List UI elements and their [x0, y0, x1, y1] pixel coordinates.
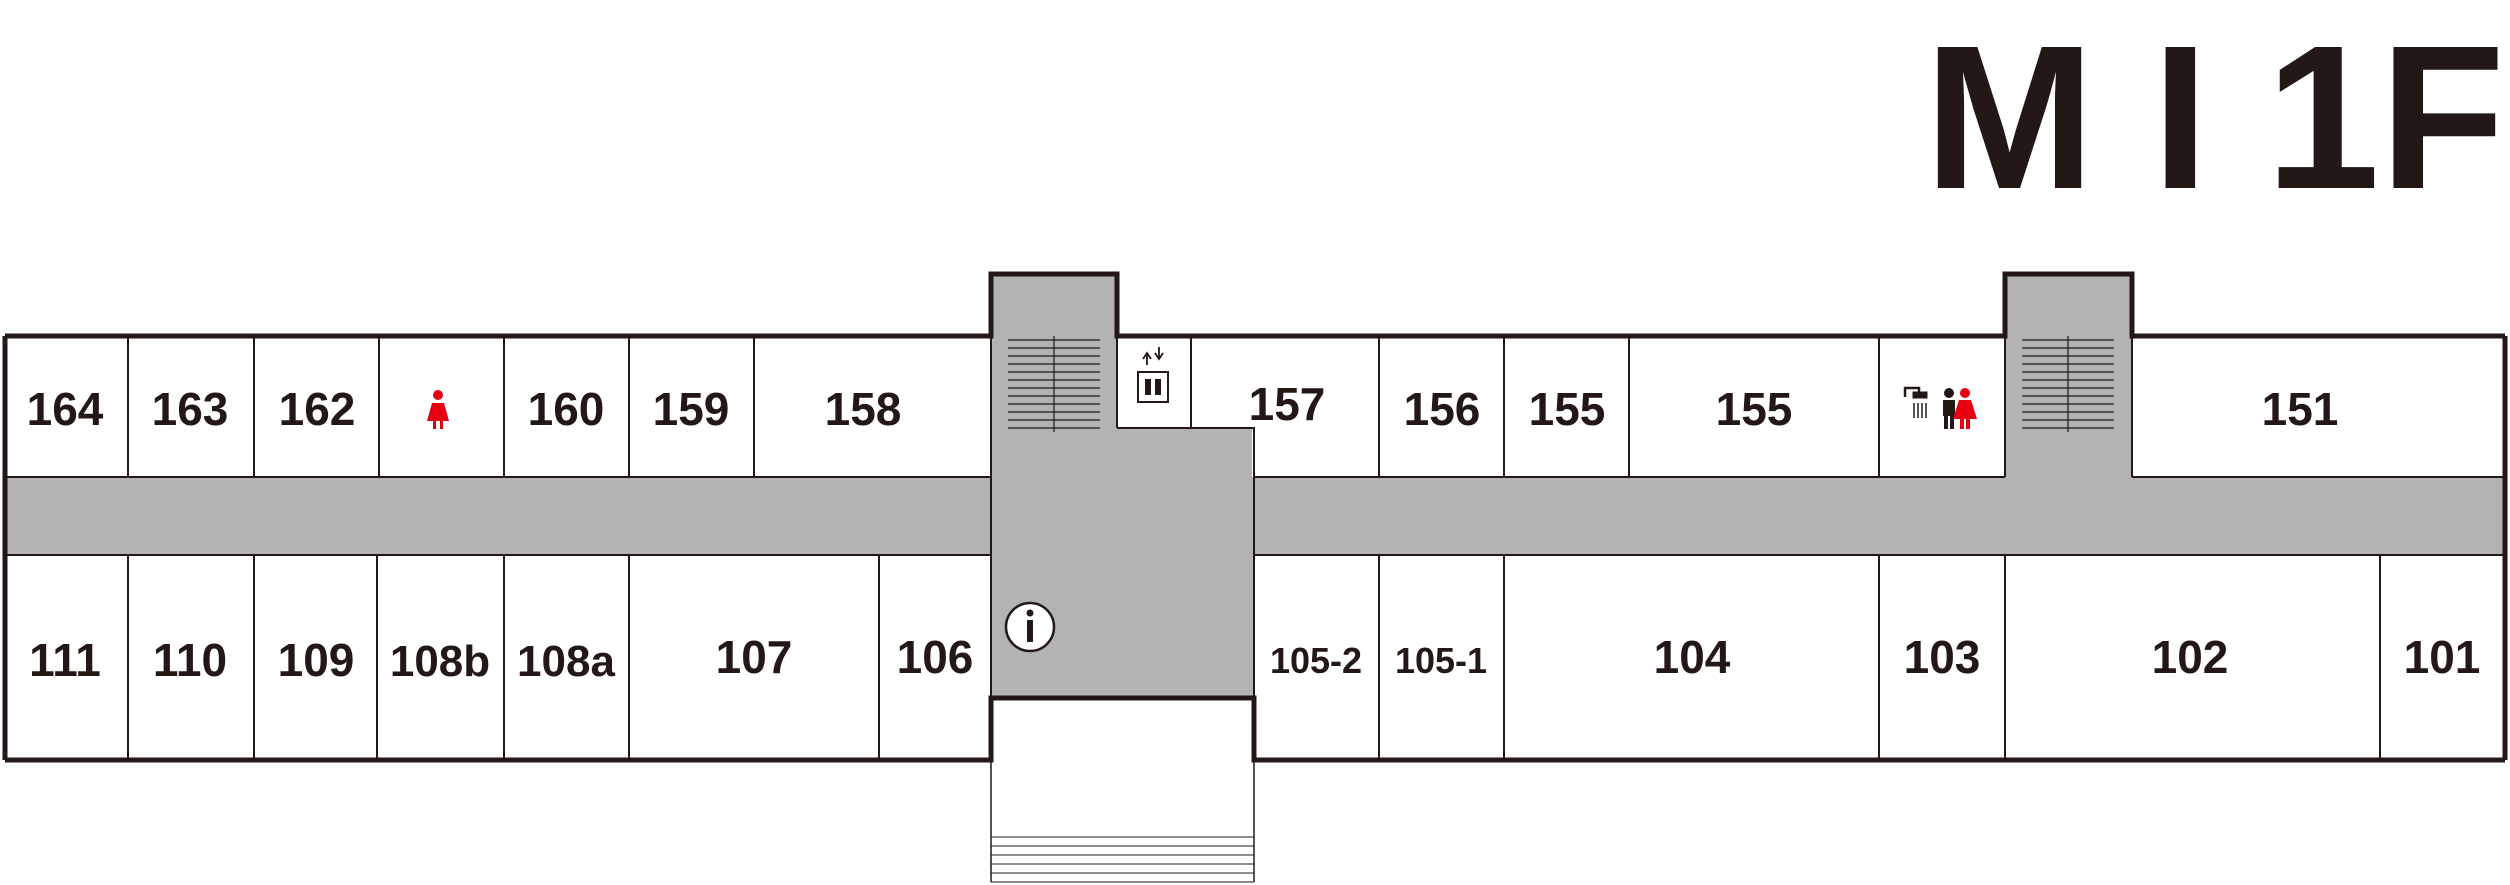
room-label: 155 [1716, 383, 1793, 435]
room-label: 110 [153, 634, 227, 686]
room-label: 155 [1529, 383, 1606, 435]
room-label: 163 [152, 383, 229, 435]
elevator-icon [1137, 347, 1169, 403]
room-label: 108b [390, 637, 490, 686]
information-icon [1004, 601, 1056, 653]
room-label: 106 [897, 631, 974, 683]
shower-icon [1903, 386, 1928, 418]
womens-restroom-icon [1953, 388, 1977, 429]
room-label: 156 [1404, 383, 1481, 435]
room-label: 105-1 [1395, 640, 1487, 681]
room-label: 101 [2404, 631, 2481, 683]
room-label: 164 [27, 383, 104, 435]
room-label: 151 [2262, 383, 2339, 435]
womens-restroom-icon [427, 390, 449, 429]
room-label: 102 [2152, 631, 2229, 683]
room-label: 108a [517, 637, 615, 686]
room-label: 160 [528, 383, 605, 435]
entrance-steps [990, 760, 1255, 883]
room-label: 105-2 [1270, 640, 1362, 681]
stairs-icon [1008, 336, 1100, 432]
walls [2, 271, 2508, 763]
stairs-icon [2022, 336, 2114, 432]
room-label: 162 [279, 383, 356, 435]
room-label: 109 [278, 634, 355, 686]
room-label: 111 [29, 634, 101, 686]
room-label: 107 [716, 631, 793, 683]
rooms-top: 164 163 162 160 159 158 157 156 155 155 … [27, 378, 2339, 435]
room-label: 158 [825, 383, 902, 435]
room-label: 103 [1904, 631, 1981, 683]
rooms-bottom: 111 110 109 108b 108a 107 106 105-2 105-… [29, 631, 2480, 686]
room-label: 159 [653, 383, 730, 435]
mens-restroom-icon [1943, 388, 1955, 429]
room-label: 157 [1249, 378, 1326, 430]
room-label: 104 [1654, 631, 1731, 683]
floor-title: M I 1F [1924, 3, 2505, 232]
